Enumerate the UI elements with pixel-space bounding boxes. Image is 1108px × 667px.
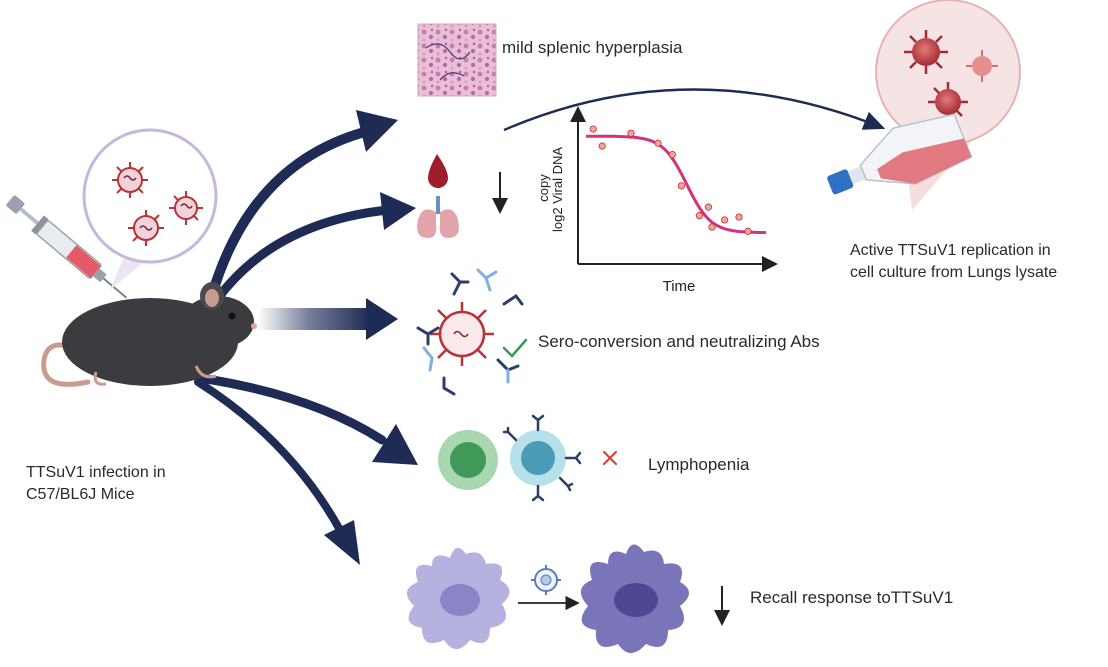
plot-point-6 [704, 203, 713, 211]
dendritic-cell-icon [580, 544, 689, 653]
plot-point-11 [695, 212, 704, 220]
viral-dna-plot [570, 106, 778, 272]
active-replication-label-line1: Active TTSuV1 replication in [850, 242, 1051, 259]
arrow-to-flask [503, 88, 886, 132]
plot-point-9 [744, 227, 752, 235]
plot-point-1 [598, 142, 606, 150]
pathway-arrows [194, 110, 418, 565]
lymphopenia-label: Lymphopenia [648, 455, 750, 474]
plot-point-8 [735, 213, 743, 221]
virus-zoom-callout [82, 128, 218, 290]
plot-point-5 [677, 182, 686, 190]
cross-icon [602, 450, 618, 466]
plot-point-10 [708, 223, 716, 231]
dendritic-cell-icon [406, 547, 510, 649]
plot-y-label-line1: log2 Viral DNA [550, 147, 565, 232]
virus-icon [966, 50, 998, 82]
virus-icon [128, 210, 164, 246]
virus-icon [112, 162, 148, 198]
infection-label-line1: TTSuV1 infection in [26, 464, 166, 481]
flask-icon [827, 113, 973, 195]
arrow-to-spleen [207, 125, 377, 300]
plot-trend-curve [586, 134, 767, 235]
infection-label-line2: C57/BL6J Mice [26, 486, 135, 503]
spleen-tissue-icon [417, 23, 497, 97]
plot-point-0 [589, 125, 597, 133]
check-icon [502, 338, 528, 358]
arrow-to-dendritic [194, 378, 344, 534]
splenic-label: mild splenic hyperplasia [502, 38, 683, 57]
arrow-to-antibodies-head [366, 298, 398, 340]
blood-drop-icon [428, 154, 448, 188]
active-replication-label-line2: cell culture from Lungs lysate [850, 264, 1058, 281]
plot-points [589, 125, 752, 235]
plot-y-label-line2: copy [536, 174, 551, 202]
recall-response-label: Recall response toTTSuV1 [750, 588, 954, 607]
virus-icon [904, 30, 948, 74]
arrow-to-lymphocytes [195, 373, 387, 445]
syringe-icon [6, 195, 128, 299]
lungs-icon [417, 196, 459, 238]
plot-point-4 [668, 151, 677, 159]
arrow-to-blood-lungs [213, 205, 393, 303]
virus-icon [169, 191, 203, 225]
plot-point-2 [627, 129, 635, 137]
plot-point-7 [720, 216, 729, 224]
arrow-to-antibodies-shaft [258, 308, 370, 330]
lymphocyte-icon [502, 414, 582, 502]
lymphocyte-icon [438, 430, 498, 490]
sero-conversion-label: Sero-conversion and neutralizing Abs [538, 332, 820, 351]
virus-icon [531, 565, 561, 595]
mouse-icon [41, 282, 257, 387]
plot-point-3 [654, 139, 662, 147]
antibody-icon [416, 268, 524, 396]
plot-x-label: Time [663, 278, 696, 295]
